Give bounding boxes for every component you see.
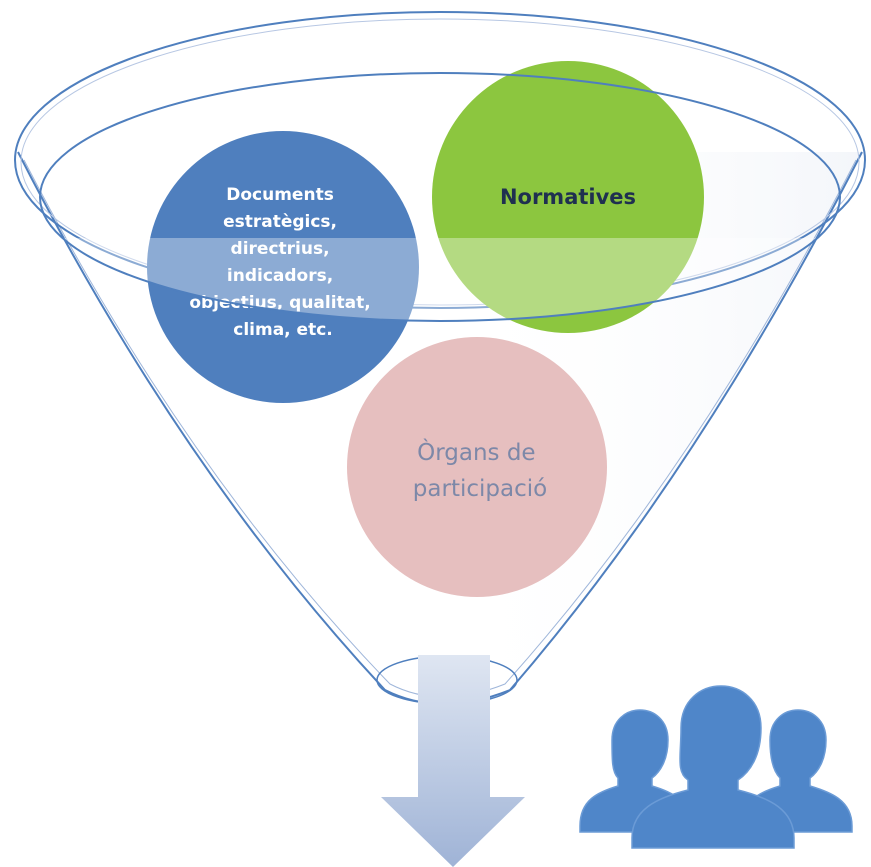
funnel-inner-opening [39,72,841,322]
users-group-icon [579,685,853,849]
documents-line-6: clima, etc. [233,320,333,340]
organs-line-1: Òrgans de [417,438,535,466]
funnel-rim-overlay [39,72,841,322]
rim-front-shadow [62,238,818,321]
circle-organs: Òrgans de participació [347,337,607,597]
circle-documents: Documents estratègics, directrius, indic… [147,131,419,403]
documents-line-5: objectius, qualitat, [189,293,370,313]
normatives-label: Normatives [500,185,636,209]
circle-documents-shape [147,131,419,403]
down-arrow-shape [381,655,525,867]
circle-normatives-shape [432,61,704,333]
svg-text:Documents estratègics,: Documents estratègics, directrius, indic… [189,185,376,340]
funnel-top-rim-outer [14,11,866,309]
down-arrow [381,655,525,867]
circle-normatives: Normatives [432,61,704,333]
documents-line-1: Documents [226,185,334,205]
user-center-icon [631,685,795,849]
funnel-top-rim-inner [20,18,860,306]
documents-line-2: estratègics, [223,212,337,232]
documents-line-3: directrius, [231,239,330,259]
documents-line-4: indicadors, [227,266,333,286]
circle-organs-shape [347,337,607,597]
svg-text:Òrgans de participació: Òrgans de participació [413,438,547,502]
organs-line-2: participació [413,476,547,502]
